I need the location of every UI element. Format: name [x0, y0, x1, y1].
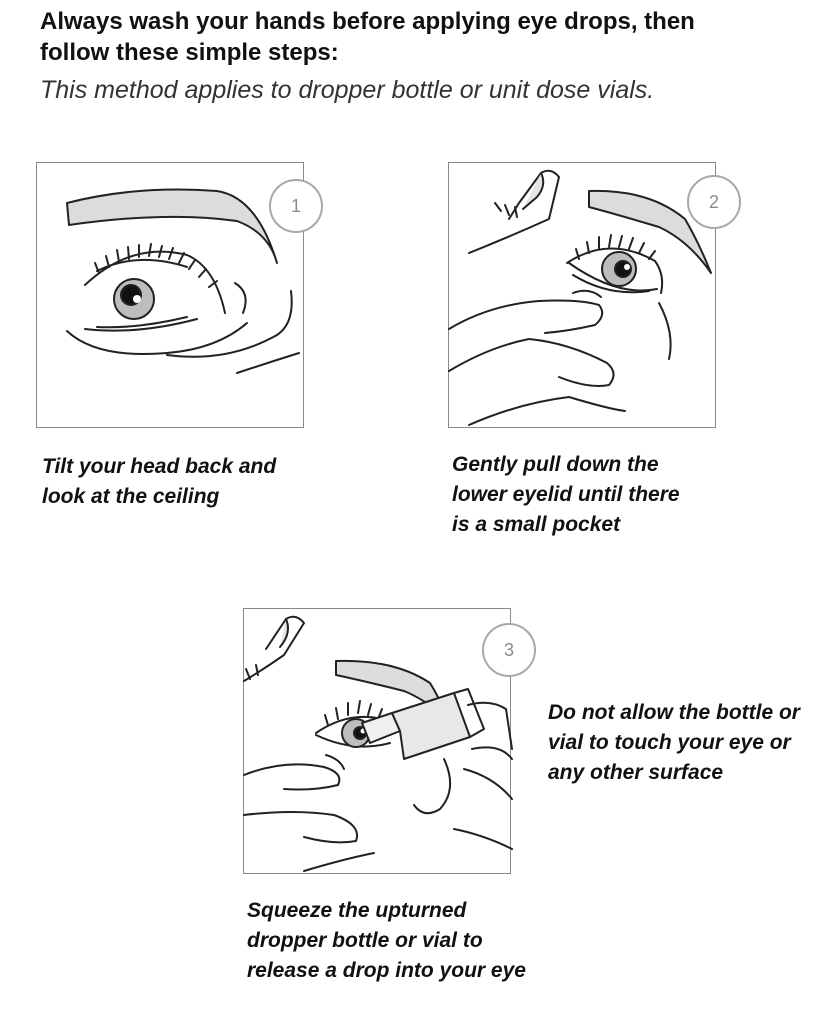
- step-3-caption: Squeeze the upturned dropper bottle or v…: [247, 896, 577, 986]
- step-1-caption-line-2: look at the ceiling: [42, 485, 220, 508]
- step-2-panel: 2: [448, 162, 741, 428]
- step-1-caption-line-1: Tilt your head back and: [42, 455, 277, 478]
- step-3-caption-line-3: release a drop into your eye: [247, 959, 526, 982]
- step-1-badge: 1: [269, 179, 323, 233]
- dropper-bottle-illustration: [243, 615, 513, 872]
- step-1-panel: 1: [36, 162, 323, 428]
- step-3-caption-line-1: Squeeze the upturned: [247, 899, 467, 922]
- warning-note: Do not allow the bottle or vial to touch…: [548, 698, 830, 788]
- warning-note-line-1: Do not allow the bottle or: [548, 701, 800, 724]
- step-2-caption-line-1: Gently pull down the: [452, 453, 659, 476]
- heading-line-2: follow these simple steps:: [40, 39, 339, 66]
- step-3-badge: 3: [482, 623, 536, 677]
- instructions-heading: Always wash your hands before applying e…: [40, 6, 800, 68]
- eye-looking-up-illustration: [66, 188, 300, 374]
- step-3-panel: 3: [243, 608, 536, 874]
- step-2-badge: 2: [687, 175, 741, 229]
- heading-line-1: Always wash your hands before applying e…: [40, 8, 695, 35]
- step-1-caption: Tilt your head back and look at the ceil…: [42, 452, 342, 512]
- instructions-subheading: This method applies to dropper bottle or…: [40, 76, 655, 104]
- warning-note-line-2: vial to touch your eye or: [548, 731, 791, 754]
- step-2-caption: Gently pull down the lower eyelid until …: [452, 450, 752, 540]
- finger-pulling-eyelid-illustration: [448, 169, 712, 426]
- warning-note-line-3: any other surface: [548, 761, 724, 784]
- step-2-caption-line-2: lower eyelid until there: [452, 483, 680, 506]
- step-3-caption-line-2: dropper bottle or vial to: [247, 929, 483, 952]
- step-2-caption-line-3: is a small pocket: [452, 513, 621, 536]
